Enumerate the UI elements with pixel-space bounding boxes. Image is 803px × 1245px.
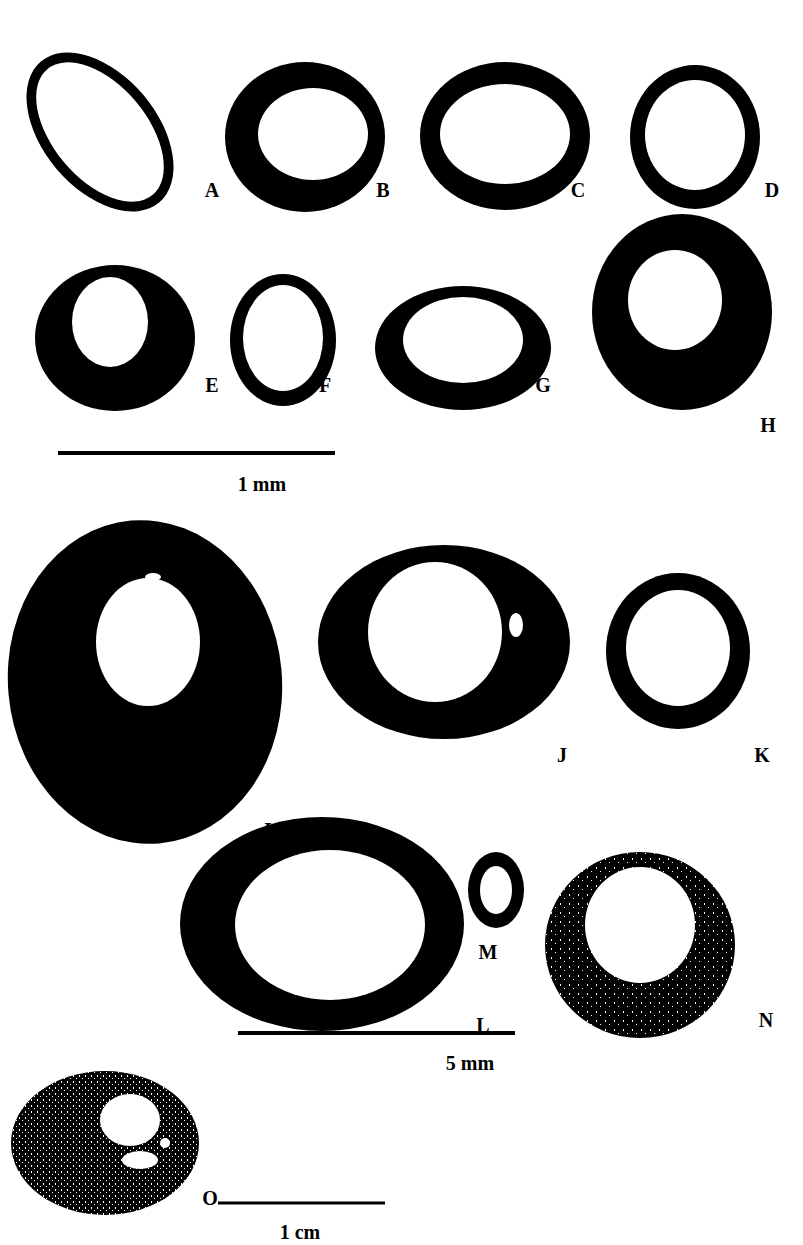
section-n bbox=[545, 852, 735, 1038]
scale-bar bbox=[238, 1031, 515, 1035]
scale-label: 5 mm bbox=[446, 1053, 494, 1073]
section-g bbox=[375, 286, 551, 410]
panel-letter: B bbox=[376, 180, 389, 200]
panel-letter: N bbox=[759, 1010, 773, 1030]
panel-letter: F bbox=[319, 375, 331, 395]
panel-letter: D bbox=[765, 180, 779, 200]
section-e bbox=[35, 265, 195, 411]
section-o bbox=[11, 1071, 199, 1215]
section-i bbox=[0, 509, 296, 856]
panel-letter: J bbox=[557, 745, 567, 765]
section-m bbox=[468, 852, 524, 928]
scale-bar bbox=[218, 1202, 385, 1205]
panel-letter: E bbox=[205, 375, 218, 395]
scale-bar bbox=[58, 451, 335, 455]
section-h bbox=[592, 214, 772, 410]
section-d bbox=[630, 65, 760, 209]
panel-letter: O bbox=[202, 1188, 218, 1208]
panel-letter: M bbox=[479, 942, 498, 962]
panel-letter: G bbox=[535, 375, 551, 395]
section-j bbox=[318, 545, 570, 739]
section-b bbox=[225, 62, 385, 212]
panel-letter: H bbox=[760, 415, 776, 435]
section-k bbox=[606, 573, 750, 729]
section-l bbox=[180, 817, 464, 1031]
panel-letter: L bbox=[476, 1015, 489, 1035]
panel-letter: I bbox=[264, 820, 272, 840]
scale-label: 1 mm bbox=[238, 474, 286, 494]
panel-letter: C bbox=[571, 180, 585, 200]
section-f bbox=[230, 274, 336, 406]
scale-label: 1 cm bbox=[280, 1222, 321, 1242]
section-c bbox=[420, 62, 590, 210]
panel-letter: K bbox=[754, 745, 770, 765]
panel-letter: A bbox=[205, 180, 219, 200]
section-a bbox=[0, 25, 203, 239]
